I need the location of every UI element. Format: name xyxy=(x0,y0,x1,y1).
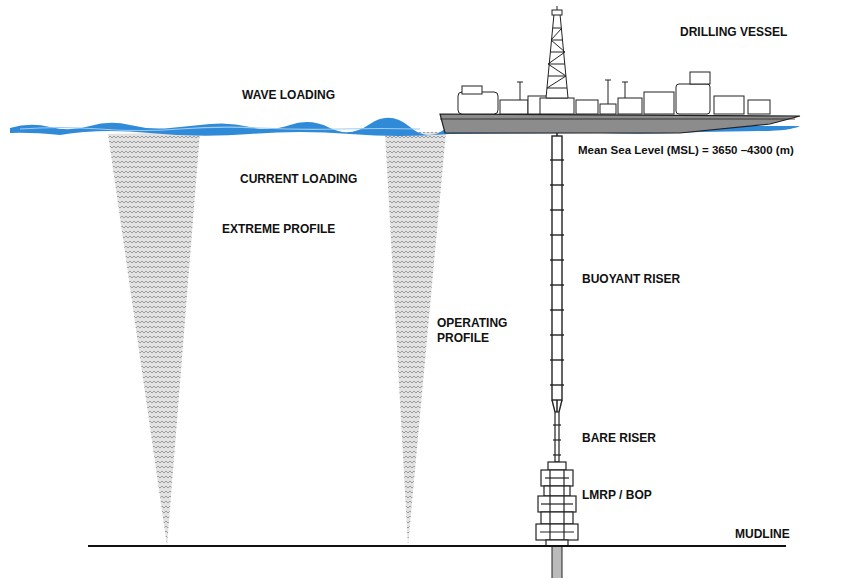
equipment-label: LMRP / BOP xyxy=(582,488,652,503)
deck-equipment xyxy=(458,72,770,114)
buoyant-joints xyxy=(550,160,564,385)
wellhead-casing xyxy=(552,546,562,578)
profile-label: EXTREME PROFILE xyxy=(222,222,335,237)
riser-part-label: BARE RISER xyxy=(582,431,656,446)
bare-joints xyxy=(553,425,561,455)
load-label: WAVE LOADING xyxy=(242,88,335,103)
vessel-hull xyxy=(440,114,800,133)
derrick xyxy=(546,6,568,98)
profile-label: OPERATING PROFILE xyxy=(437,316,527,346)
seabed-label: MUDLINE xyxy=(735,527,790,542)
load-label: CURRENT LOADING xyxy=(240,172,357,187)
bop-stack xyxy=(536,462,578,546)
sea-surface-highlight xyxy=(20,127,420,130)
operating-current-profile xyxy=(385,132,446,546)
mudline xyxy=(88,545,786,547)
riser-taper xyxy=(552,400,562,412)
riser-part-label: BUOYANT RISER xyxy=(582,272,680,287)
water-depth-label: Mean Sea Level (MSL) = 3650 –4300 (m) xyxy=(578,143,794,157)
vessel-label: DRILLING VESSEL xyxy=(680,25,787,40)
extreme-current-profile xyxy=(108,132,200,546)
